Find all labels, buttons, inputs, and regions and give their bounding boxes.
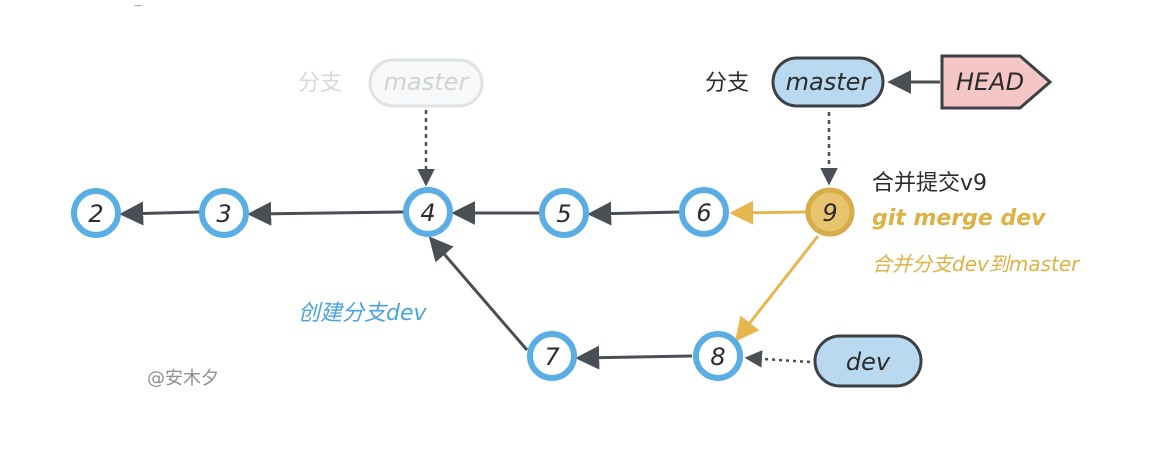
top-fragment: —: [134, 1, 142, 10]
master-label: master: [786, 68, 873, 96]
annotations: 合并提交v9 git merge dev 合并分支dev到master 创建分支…: [147, 171, 1081, 389]
commit-4: 4: [403, 187, 453, 237]
dev-label: dev: [846, 348, 891, 376]
master-pill: [771, 56, 885, 108]
commit-4-label: 4: [420, 199, 435, 227]
edge-9-to-8: [735, 235, 820, 342]
commit-3-label: 3: [216, 200, 231, 228]
merge-commit-annotation: 合并提交v9: [872, 171, 987, 196]
edge-8-to-7: [575, 345, 693, 370]
ghost-master-label: master: [384, 68, 471, 96]
dev-pointer-arrow: [744, 350, 811, 368]
commit-edges: [119, 201, 693, 370]
master-branch-prefix: 分支: [705, 71, 749, 96]
edge-7-to-4: [428, 236, 529, 351]
edge-6-to-5: [587, 201, 681, 226]
commit-2-label: 2: [88, 200, 103, 228]
master-branch-group: 分支 master HEAD: [705, 54, 1053, 186]
dev-pill: [813, 334, 923, 388]
commit-2: 2: [71, 188, 121, 238]
commit-6-label: 6: [696, 199, 711, 227]
commit-nodes: 2 3 4 5 6 7 8 9: [71, 187, 855, 381]
commit-6: 6: [679, 187, 729, 237]
edge-4-to-3: [247, 201, 405, 226]
watermark: @安木夕: [147, 368, 219, 389]
commit-3: 3: [199, 188, 249, 238]
edge-3-to-2: [119, 201, 201, 226]
edge-9-to-6: [729, 200, 807, 225]
merge-edges: [729, 200, 820, 342]
commit-7: 7: [527, 331, 577, 381]
head-label: HEAD: [956, 68, 1024, 96]
head-tag: [940, 54, 1053, 110]
commit-5: 5: [539, 188, 589, 238]
commit-9-merge: 9: [805, 187, 855, 237]
ghost-branch-group: 分支 master: [298, 58, 484, 187]
create-branch-annotation: 创建分支dev: [298, 301, 428, 326]
commit-9-label: 9: [822, 199, 837, 227]
merge-description-annotation: 合并分支dev到master: [872, 252, 1081, 276]
merge-command-annotation: git merge dev: [872, 206, 1046, 231]
commit-8: 8: [693, 331, 743, 381]
ghost-branch-prefix: 分支: [298, 71, 342, 96]
dev-branch-group: dev: [744, 334, 923, 388]
commit-7-label: 7: [544, 343, 560, 371]
commit-5-label: 5: [556, 200, 571, 228]
ghost-master-pill: [368, 58, 484, 108]
commit-8-label: 8: [710, 343, 725, 371]
